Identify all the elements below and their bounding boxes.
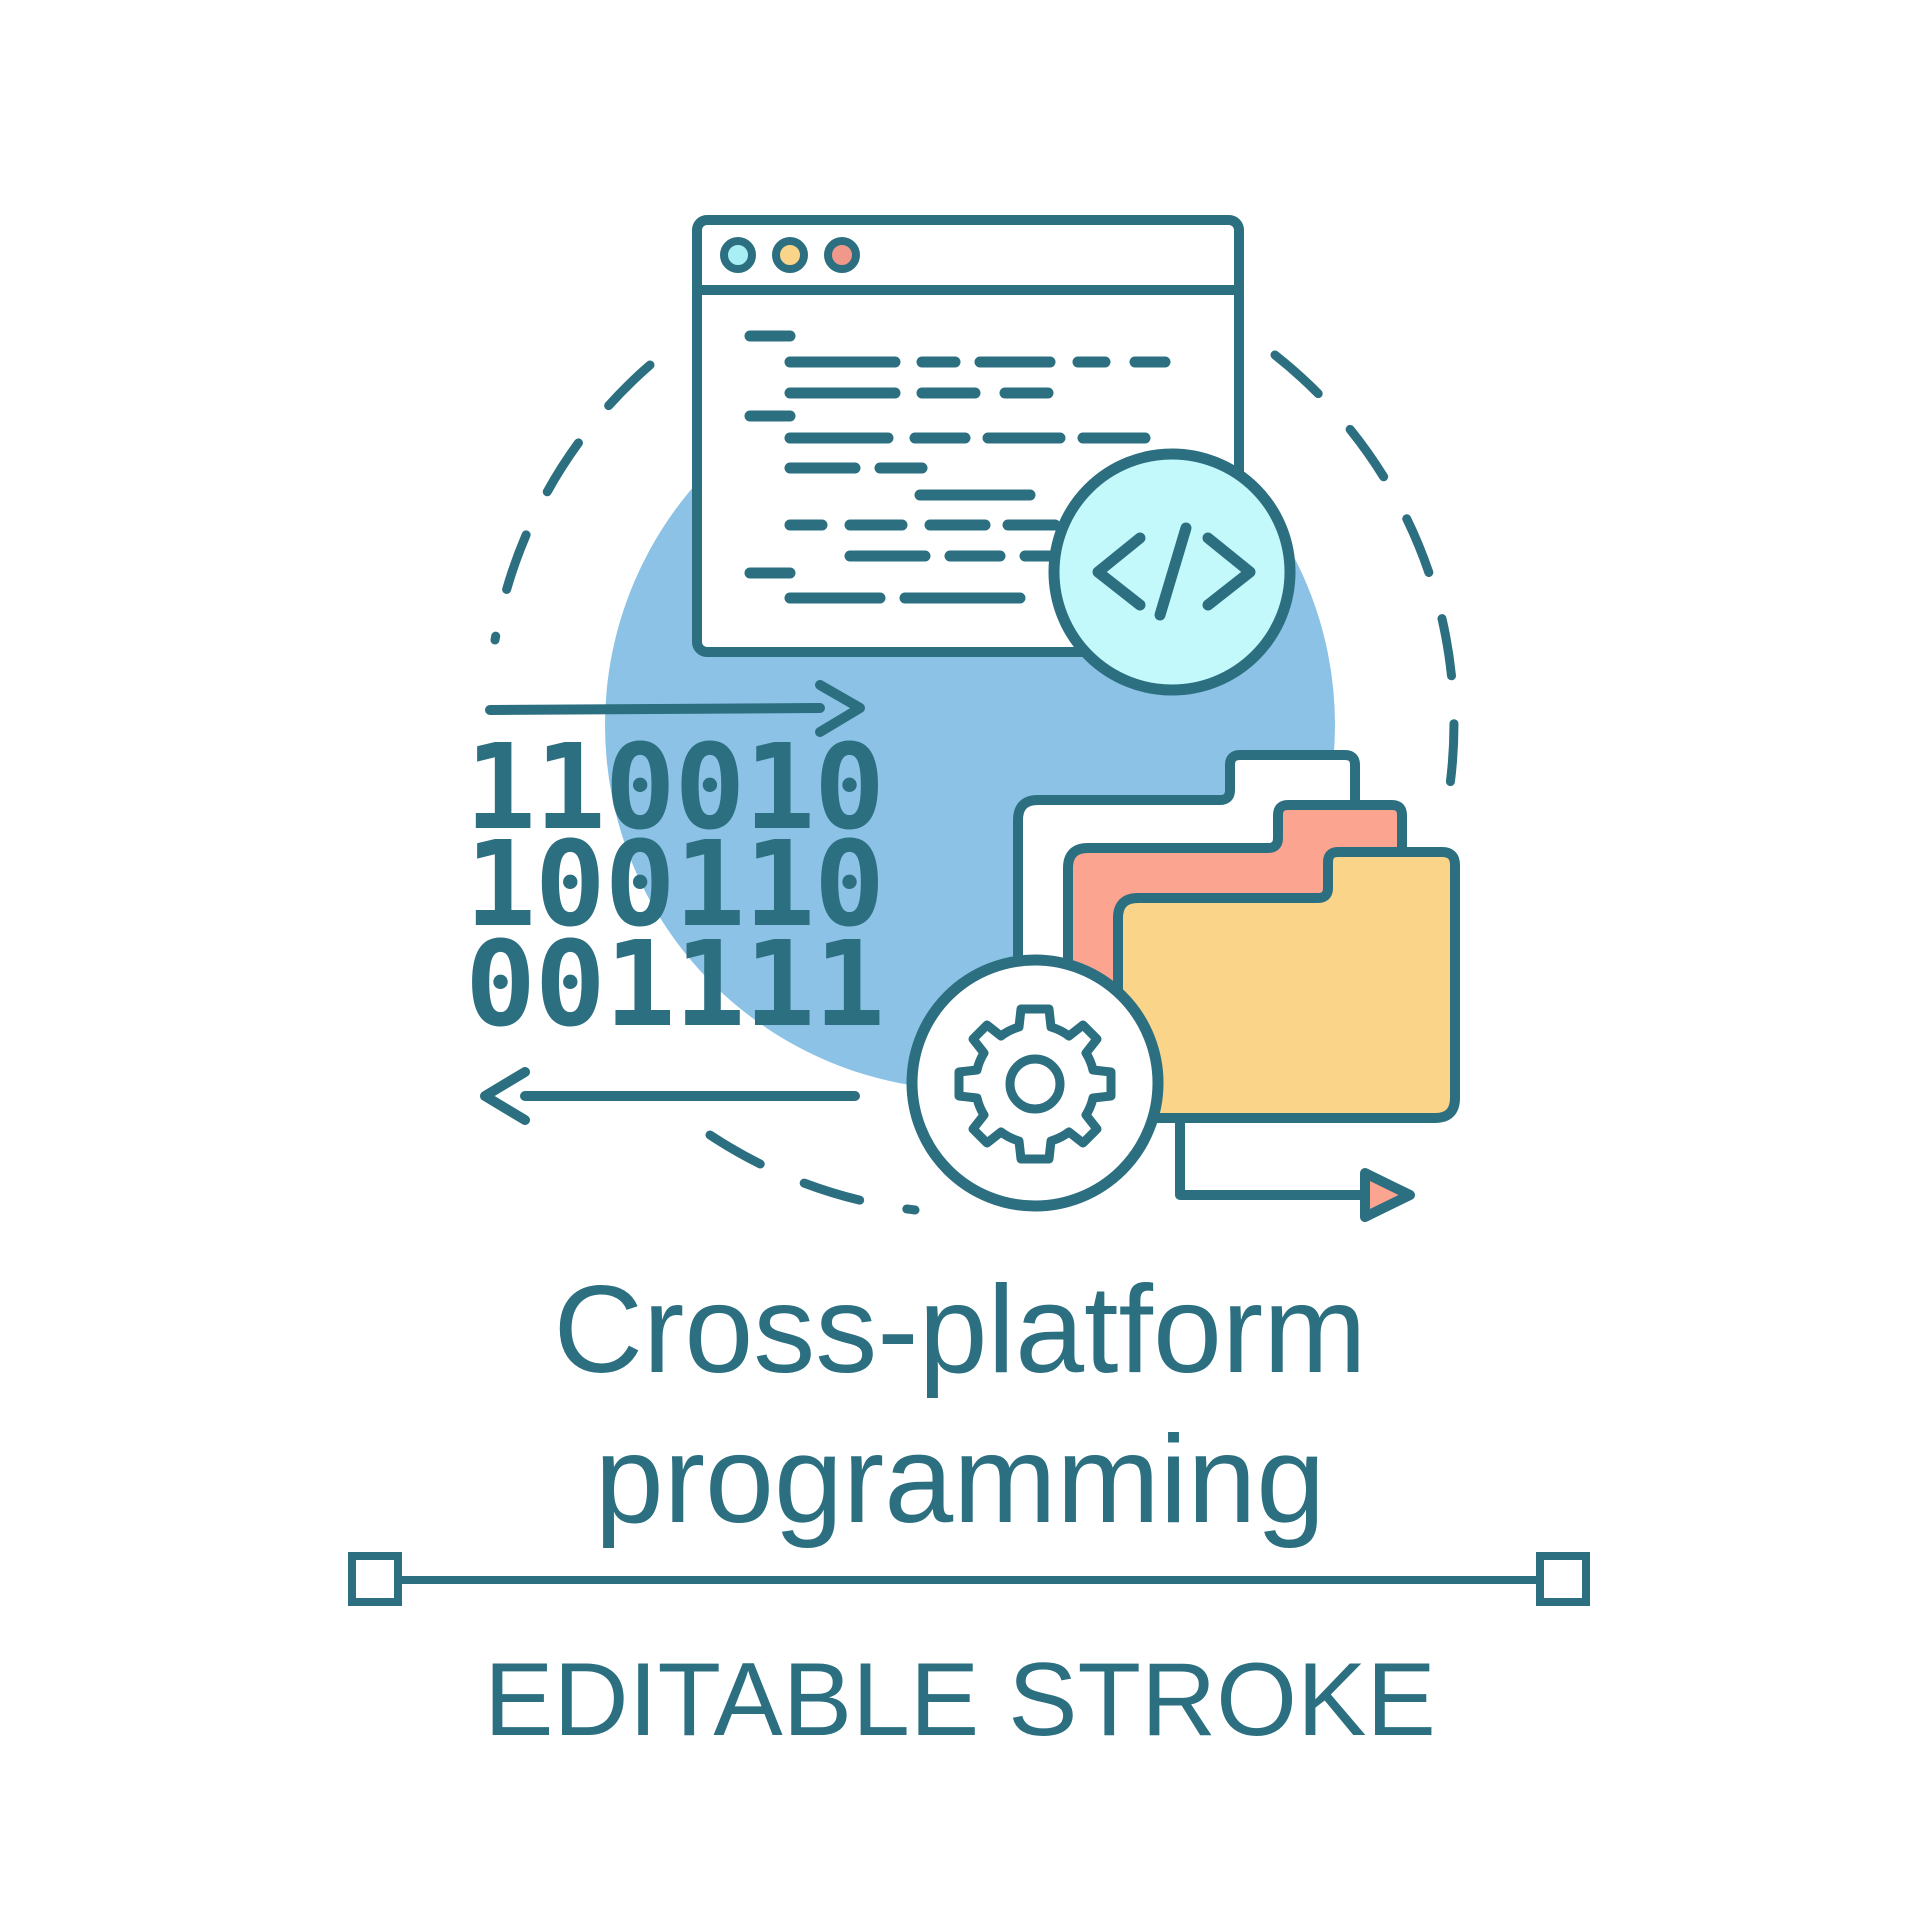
gear-icon — [906, 954, 1164, 1212]
window-dot-2 — [772, 237, 808, 273]
arrow-right-icon — [485, 680, 865, 737]
divider-line-icon — [348, 1552, 1590, 1606]
binary-row-1: 110010 — [465, 718, 885, 856]
window-dot-3 — [824, 237, 860, 273]
title-line-2: programming — [594, 1411, 1326, 1549]
folders-icon — [1013, 750, 1460, 1123]
output-arrow-icon — [1175, 1113, 1415, 1222]
title-line-1: Cross-platform — [553, 1261, 1367, 1399]
window-dot-1 — [720, 237, 756, 273]
code-lines — [744, 330, 1171, 604]
dashed-orbit — [490, 350, 1459, 1215]
binary-row-2: 100110 — [465, 815, 885, 953]
code-tag-icon — [1048, 448, 1296, 696]
binary-row-3: 001111 — [465, 915, 885, 1053]
binary-code: 110010 100110 001111 — [465, 718, 885, 1053]
divider-handle-right — [1536, 1552, 1590, 1606]
caption: EDITABLE STROKE — [484, 1642, 1436, 1758]
divider-handle-left — [348, 1552, 402, 1606]
arrow-left-icon — [480, 1067, 860, 1125]
folder-front — [1113, 847, 1460, 1123]
